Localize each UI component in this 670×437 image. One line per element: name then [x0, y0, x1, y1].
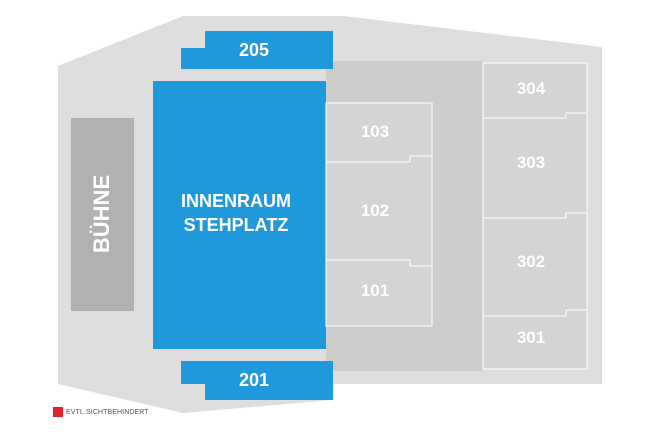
section-301[interactable]: [482, 309, 588, 370]
stage-label: BÜHNE: [89, 175, 114, 253]
legend: EVTL.SICHTBEHINDERT: [53, 406, 149, 418]
section-205[interactable]: [181, 31, 333, 69]
section-103-label: 103: [361, 122, 389, 141]
stage-block: [71, 118, 134, 311]
section-205-label: 205: [239, 40, 269, 60]
innenraum-label-line1: INNENRAUM: [181, 191, 291, 211]
section-201-label: 201: [239, 370, 269, 390]
section-101-label: 101: [361, 281, 389, 300]
section-innenraum-stehplatz[interactable]: [153, 81, 326, 349]
section-302-label: 302: [517, 252, 545, 271]
section-101[interactable]: [325, 259, 433, 327]
section-301-label: 301: [517, 328, 545, 347]
section-304-label: 304: [517, 79, 546, 98]
legend-label: EVTL.SICHTBEHINDERT: [66, 408, 149, 416]
legend-swatch-red: [53, 407, 63, 417]
section-303-label: 303: [517, 153, 545, 172]
section-201[interactable]: [181, 361, 333, 400]
innenraum-label-line2: STEHPLATZ: [184, 215, 289, 235]
section-102-label: 102: [361, 201, 389, 220]
